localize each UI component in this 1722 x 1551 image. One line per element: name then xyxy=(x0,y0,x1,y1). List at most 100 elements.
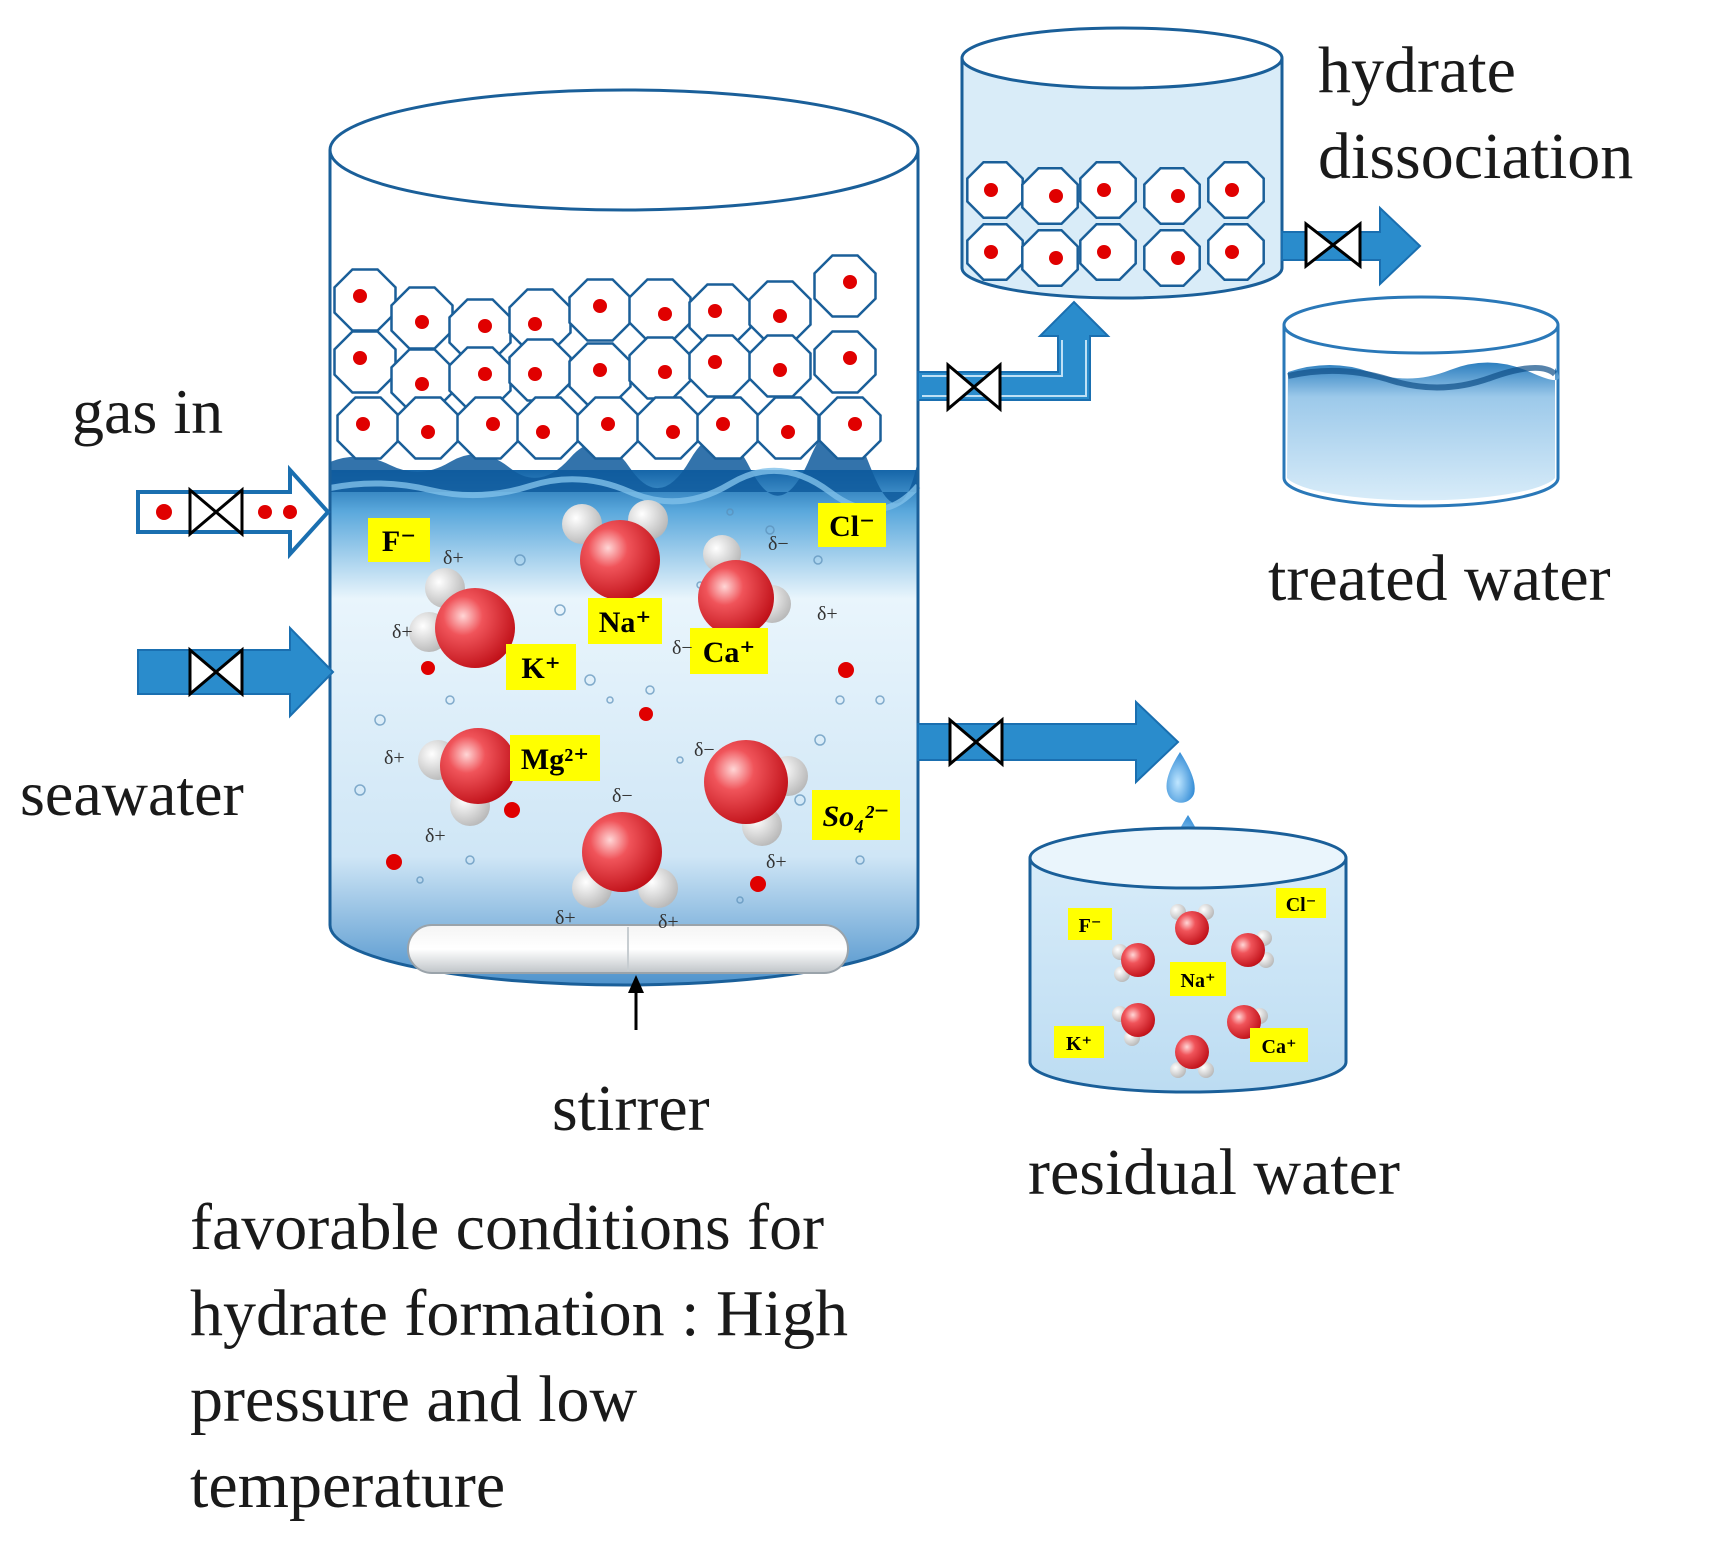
svg-text:Cl⁻: Cl⁻ xyxy=(1286,894,1317,916)
svg-text:F⁻: F⁻ xyxy=(382,525,416,558)
svg-text:δ+: δ+ xyxy=(766,851,787,873)
seawater-valve[interactable] xyxy=(188,646,244,698)
ion-cl-residual: Cl⁻ xyxy=(1276,888,1326,918)
hydrate-cell xyxy=(396,396,460,460)
treated-outlet-valve[interactable] xyxy=(1304,220,1362,270)
hydrate-outlet-pipe xyxy=(917,300,1111,401)
bubble xyxy=(765,525,775,535)
hydrate-cell xyxy=(628,336,692,400)
hydrate-cell xyxy=(818,396,882,460)
svg-text:Na⁺: Na⁺ xyxy=(599,606,652,639)
ion-f-reactor: F⁻ xyxy=(368,518,430,562)
hydrate-cell xyxy=(1207,223,1265,281)
bubble xyxy=(354,784,366,796)
svg-text:δ+: δ+ xyxy=(658,911,679,933)
hydrate-cell xyxy=(448,298,512,362)
water-molecule xyxy=(1170,904,1214,945)
hydrate-cell xyxy=(333,330,397,394)
bubble xyxy=(736,896,744,904)
hydrate-outlet-valve[interactable] xyxy=(946,361,1002,413)
water-molecule xyxy=(409,568,515,668)
hydrate-cell xyxy=(568,278,632,342)
residual-outlet-valve[interactable] xyxy=(948,716,1004,768)
hydrate-cell xyxy=(813,254,877,318)
ion-na-residual: Na⁺ xyxy=(1170,962,1226,996)
gas-in-valve[interactable] xyxy=(188,486,244,538)
hydrate-layer-dissociation xyxy=(966,161,1265,287)
hydrate-cell xyxy=(1143,167,1201,225)
hydrate-dissociation-label-line1: hydrate xyxy=(1318,34,1516,107)
bubble xyxy=(374,714,386,726)
water-molecule xyxy=(1112,943,1155,982)
bubble xyxy=(855,855,865,865)
bubble xyxy=(645,685,655,695)
hydrate-cell xyxy=(456,396,520,460)
svg-text:F⁻: F⁻ xyxy=(1079,915,1102,937)
hydrate-layer-reactor xyxy=(333,254,882,460)
hydrate-cell xyxy=(813,330,877,394)
bubble xyxy=(514,554,526,566)
svg-text:K⁺: K⁺ xyxy=(521,652,560,685)
ion-cl-reactor: Cl⁻ xyxy=(818,503,886,547)
treated-water-tank xyxy=(1282,295,1560,508)
hydrate-cell xyxy=(966,161,1024,219)
ion-so4-reactor: So₄²⁻ xyxy=(812,790,900,840)
svg-text:Mg²⁺: Mg²⁺ xyxy=(521,743,589,776)
svg-text:Ca⁺: Ca⁺ xyxy=(1262,1036,1297,1058)
bubble xyxy=(606,696,614,704)
ion-ca-reactor: Ca⁺ xyxy=(690,628,768,674)
bubble xyxy=(794,794,806,806)
hydrate-cell xyxy=(336,396,400,460)
formation-conditions-text: favorable conditions for hydrate formati… xyxy=(190,1185,1050,1529)
svg-text:δ+: δ+ xyxy=(555,907,576,929)
bubble xyxy=(676,756,684,764)
water-molecule xyxy=(698,535,791,636)
hydrate-cell xyxy=(748,280,812,344)
ion-ca-residual: Ca⁺ xyxy=(1250,1028,1308,1062)
gas-in-label: gas in xyxy=(72,376,224,447)
water-molecule xyxy=(1112,1003,1155,1046)
ion-labels-residual: F⁻ Cl⁻ Na⁺ K⁺ Ca⁺ xyxy=(1054,888,1326,1062)
stirrer-label: stirrer xyxy=(552,1072,710,1145)
bubble xyxy=(835,695,845,705)
svg-text:δ−: δ− xyxy=(694,739,715,761)
svg-text:δ−: δ− xyxy=(612,785,633,807)
svg-text:Ca⁺: Ca⁺ xyxy=(703,636,756,669)
hydrate-cell xyxy=(333,268,397,332)
hydrate-cell xyxy=(508,338,572,402)
water-molecules-reactor xyxy=(409,500,808,908)
ion-mg-reactor: Mg²⁺ xyxy=(510,735,600,781)
svg-text:δ+: δ+ xyxy=(425,825,446,847)
water-molecule xyxy=(1231,930,1274,968)
hydrate-cell xyxy=(696,396,760,460)
svg-text:Cl⁻: Cl⁻ xyxy=(829,510,875,543)
bubble xyxy=(814,734,826,746)
hydrate-cell xyxy=(1021,229,1079,287)
partial-charge-labels: δ+ δ+ δ+ δ− δ− δ+ δ+ δ− δ− δ+ δ+ δ+ xyxy=(384,533,838,933)
dissolved-gas-dots xyxy=(386,661,854,892)
water-surface xyxy=(330,424,918,504)
svg-text:Na⁺: Na⁺ xyxy=(1181,970,1216,992)
bubble xyxy=(554,604,566,616)
svg-text:δ+: δ+ xyxy=(392,621,413,643)
treated-water-label: treated water xyxy=(1268,542,1611,615)
bubble xyxy=(875,695,885,705)
svg-text:K⁺: K⁺ xyxy=(1066,1033,1092,1055)
water-molecule xyxy=(1170,1035,1214,1078)
bubble xyxy=(465,855,475,865)
hydrate-cell xyxy=(748,334,812,398)
hydrate-cell xyxy=(756,396,820,460)
bubble xyxy=(584,674,596,686)
svg-text:So₄²⁻: So₄²⁻ xyxy=(823,800,890,833)
svg-text:δ+: δ+ xyxy=(384,747,405,769)
conditions-line: hydrate formation : High xyxy=(190,1277,849,1350)
residual-water-label: residual water xyxy=(1028,1136,1400,1209)
svg-text:δ−: δ− xyxy=(768,533,789,555)
bubble xyxy=(445,695,455,705)
seawater-label: seawater xyxy=(20,758,244,829)
ion-k-residual: K⁺ xyxy=(1054,1026,1104,1058)
hydrate-cell xyxy=(1079,161,1137,219)
hydrate-dissociation-label-line2: dissociation xyxy=(1318,120,1634,193)
